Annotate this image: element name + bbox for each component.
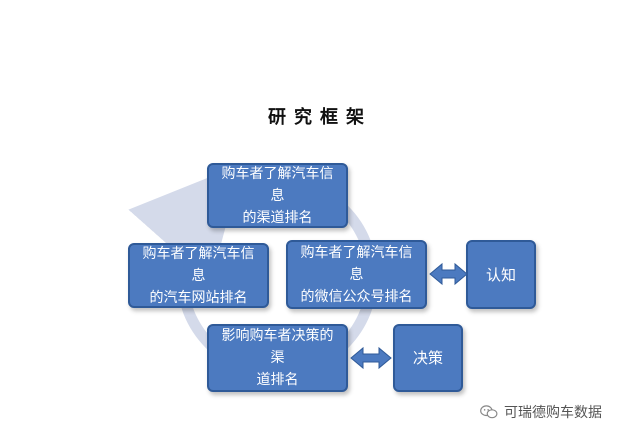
node-channel-ranking: 购车者了解汽车信息 的渠道排名 bbox=[207, 163, 348, 228]
node-cognition: 认知 bbox=[466, 240, 536, 309]
diagram-title: 研究框架 bbox=[268, 107, 372, 128]
node-line: 的渠道排名 bbox=[242, 209, 313, 226]
node-decision-channel-ranking: 影响购车者决策的渠 道排名 bbox=[207, 324, 348, 392]
node-label: 决策 bbox=[412, 349, 443, 367]
double-arrow-cognition bbox=[429, 262, 468, 286]
node-label: 认知 bbox=[485, 265, 516, 284]
node-line: 的汽车网站排名 bbox=[149, 289, 248, 306]
node-decision: 决策 bbox=[393, 324, 463, 392]
node-website-ranking: 购车者了解汽车信息 的汽车网站排名 bbox=[128, 243, 269, 308]
watermark: 可瑞德购车数据 bbox=[480, 402, 602, 422]
node-line: 的微信公众号排名 bbox=[300, 288, 413, 305]
wechat-icon bbox=[480, 405, 498, 419]
node-line: 购车者了解汽车信息 bbox=[221, 165, 334, 204]
node-line: 购车者了解汽车信息 bbox=[142, 245, 255, 284]
node-line: 影响购车者决策的渠 bbox=[221, 328, 334, 366]
watermark-text: 可瑞德购车数据 bbox=[504, 405, 602, 421]
node-line: 道排名 bbox=[256, 372, 299, 388]
double-arrow-decision bbox=[350, 346, 392, 370]
node-line: 购车者了解汽车信息 bbox=[300, 244, 413, 283]
node-wechat-ranking: 购车者了解汽车信息 的微信公众号排名 bbox=[286, 240, 427, 309]
